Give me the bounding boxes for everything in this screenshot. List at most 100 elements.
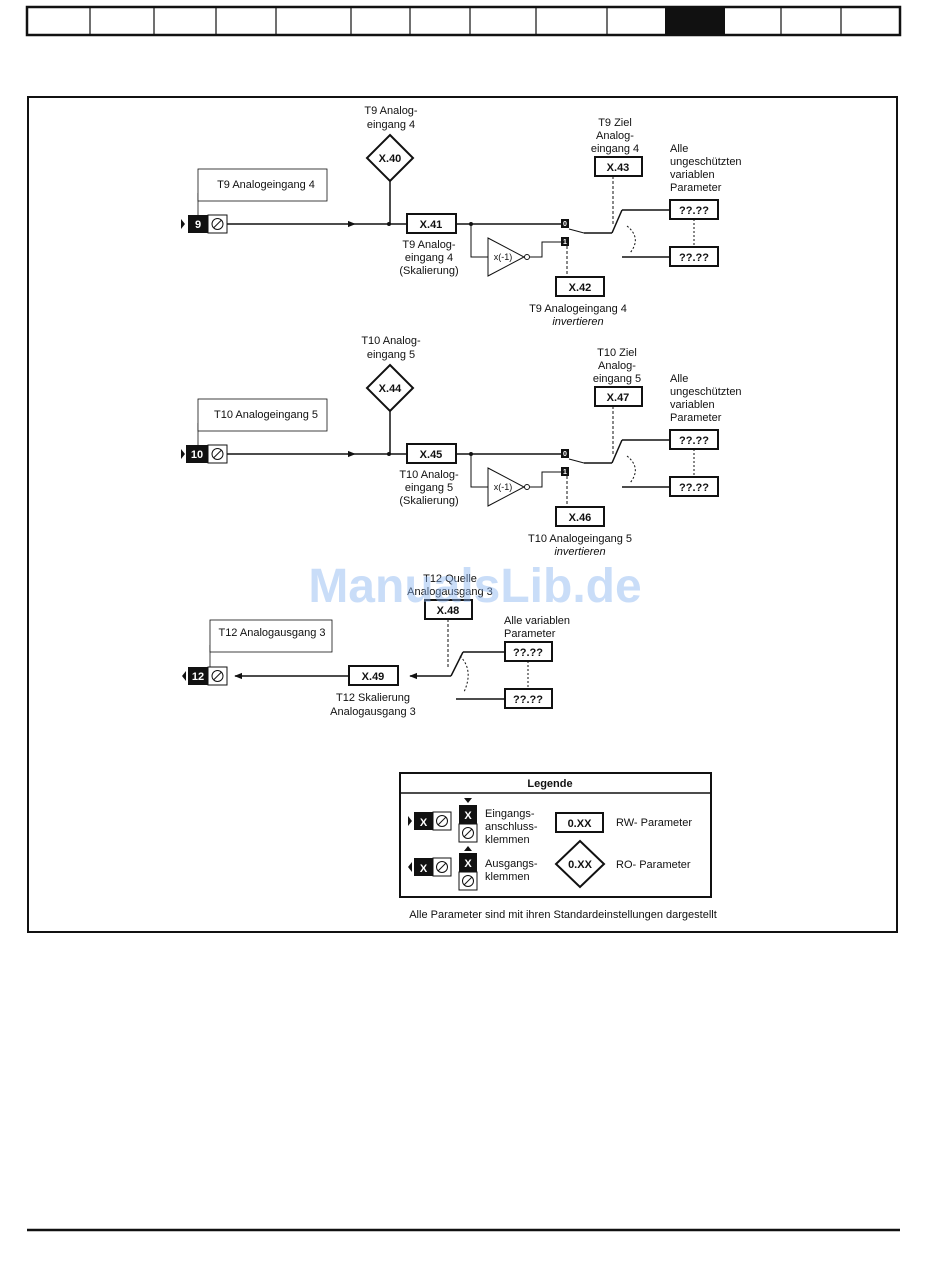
dest-param-box (594, 156, 643, 177)
legend-output-label: Ausgangs- (485, 858, 538, 870)
mode-label-line: eingang 5 (367, 349, 415, 361)
footnote: Alle Parameter sind mit ihren Standardei… (409, 909, 717, 921)
terminal-label: T10 Analogeingang 5 (214, 409, 318, 421)
dest-label-line: eingang 4 (591, 143, 639, 155)
legend-input-label: klemmen (485, 834, 530, 846)
header-tab-strip (25, 5, 902, 37)
legend-output-label: klemmen (485, 871, 530, 883)
legend-terminal-symbol: X (464, 810, 472, 822)
terminal-number-box (188, 215, 208, 233)
active-tab (665, 7, 725, 35)
scaling-label-line: eingang 5 (405, 482, 453, 494)
target-param: ??.?? (679, 482, 709, 494)
sources-label-line: Parameter (504, 628, 556, 640)
dest-label-line: Analog- (596, 130, 634, 142)
watermark: ManualsLib.de (308, 560, 641, 613)
targets-label-line: Alle (670, 143, 688, 155)
switch-label-1: 1 (563, 239, 567, 246)
scaling-label-line: (Skalierung) (399, 265, 458, 277)
scaling-label-line: eingang 4 (405, 252, 453, 264)
sources-label-line: Alle variablen (504, 615, 570, 627)
output-terminal-arrow-icon (182, 671, 186, 681)
ro-symbol-diamond (554, 839, 606, 889)
scaling-label-line: T9 Analog- (402, 239, 456, 251)
targets-label-line: Parameter (670, 412, 722, 424)
output-terminal-arrow-icon (408, 862, 412, 872)
targets-label-line: variablen (670, 169, 715, 181)
inverter-label: x(-1) (494, 482, 513, 492)
diagram-frame (27, 96, 898, 933)
dest-label-line: T9 Ziel (598, 117, 632, 129)
scaling-param: X.49 (362, 671, 385, 683)
legend-ro-label: RO- Parameter (616, 859, 691, 871)
source-param: X.48 (437, 605, 460, 617)
target-param-box (669, 246, 719, 267)
invert-label: T9 Analogeingang 4 (529, 303, 627, 315)
dest-param: X.47 (607, 392, 630, 404)
invert-param: X.42 (569, 282, 592, 294)
mode-param: X.40 (379, 153, 402, 165)
screw-icon (462, 875, 474, 887)
invert-param: X.46 (569, 512, 592, 524)
targets-label-line: Parameter (670, 182, 722, 194)
section-t10: 10 T10 Analogeingang 5 T10 Analog- einga… (181, 335, 742, 558)
targets-label-line: ungeschützten (670, 156, 742, 168)
legend-ro-symbol: 0.XX (568, 859, 593, 871)
screw-icon (211, 448, 224, 460)
screw-icon (436, 815, 448, 827)
target-param: ??.?? (679, 435, 709, 447)
invert-label: T10 Analogeingang 5 (528, 533, 632, 545)
invert-param-box (555, 506, 605, 527)
legend-input-label: Eingangs- (485, 808, 535, 820)
source-option: ??.?? (513, 647, 543, 659)
invert-param-box (555, 276, 605, 297)
dest-param: X.43 (607, 162, 630, 174)
terminal-label: T9 Analogeingang 4 (217, 179, 315, 191)
section-t12: T12 Quelle Analogausgang 3 X.48 Alle var… (182, 573, 570, 718)
screw-icon (462, 827, 474, 839)
terminal-number: 9 (195, 219, 201, 231)
legend-rw-symbol: 0.XX (568, 818, 593, 830)
mode-label-line: T10 Analog- (361, 335, 421, 347)
terminal-number: 10 (191, 449, 203, 461)
targets-label-line: variablen (670, 399, 715, 411)
legend-terminal-symbol: X (420, 863, 428, 875)
target-param: ??.?? (679, 205, 709, 217)
legend: Legende X X Eingangs- anschluss- klemmen… (399, 772, 712, 898)
source-option: ??.?? (513, 694, 543, 706)
source-label-line: Analogausgang 3 (407, 586, 493, 598)
legend-terminal-symbol: X (420, 817, 428, 829)
switch-label-0: 0 (563, 451, 567, 458)
invert-label-italic: invertieren (552, 316, 603, 328)
target-param: ??.?? (679, 252, 709, 264)
screw-icon (436, 861, 448, 873)
screw-icon (211, 670, 224, 682)
terminal-number-box (188, 667, 208, 685)
invert-label-italic: invertieren (554, 546, 605, 558)
targets-label-line: Alle (670, 373, 688, 385)
inverter-label: x(-1) (494, 252, 513, 262)
screw-icon (211, 218, 224, 230)
mode-label-line: T9 Analog- (364, 105, 418, 117)
scaling-label-line: T10 Analog- (399, 469, 459, 481)
mode-param: X.44 (379, 383, 403, 395)
terminal-number: 12 (192, 671, 204, 683)
scaling-param: X.41 (420, 219, 443, 231)
terminal-label-box (209, 619, 333, 653)
scaling-label-line: Analogausgang 3 (330, 706, 416, 718)
targets-label-line: ungeschützten (670, 386, 742, 398)
source-label-line: T12 Quelle (423, 573, 477, 585)
mode-label-line: eingang 4 (367, 119, 415, 131)
legend-input-label: anschluss- (485, 821, 538, 833)
rw-symbol-box (555, 812, 604, 833)
switch-label-0: 0 (563, 221, 567, 228)
scaling-label-line: T12 Skalierung (336, 692, 410, 704)
section-t9: 9 T9 Analogeingang 4 T9 Analog- eingang … (181, 105, 742, 328)
dest-label-line: Analog- (598, 360, 636, 372)
dest-param-box (594, 386, 643, 407)
target-param-box (669, 476, 719, 497)
input-terminal-arrow-icon (181, 219, 185, 229)
inverter-triangle (487, 467, 526, 507)
output-terminal-arrow-icon (464, 846, 472, 851)
